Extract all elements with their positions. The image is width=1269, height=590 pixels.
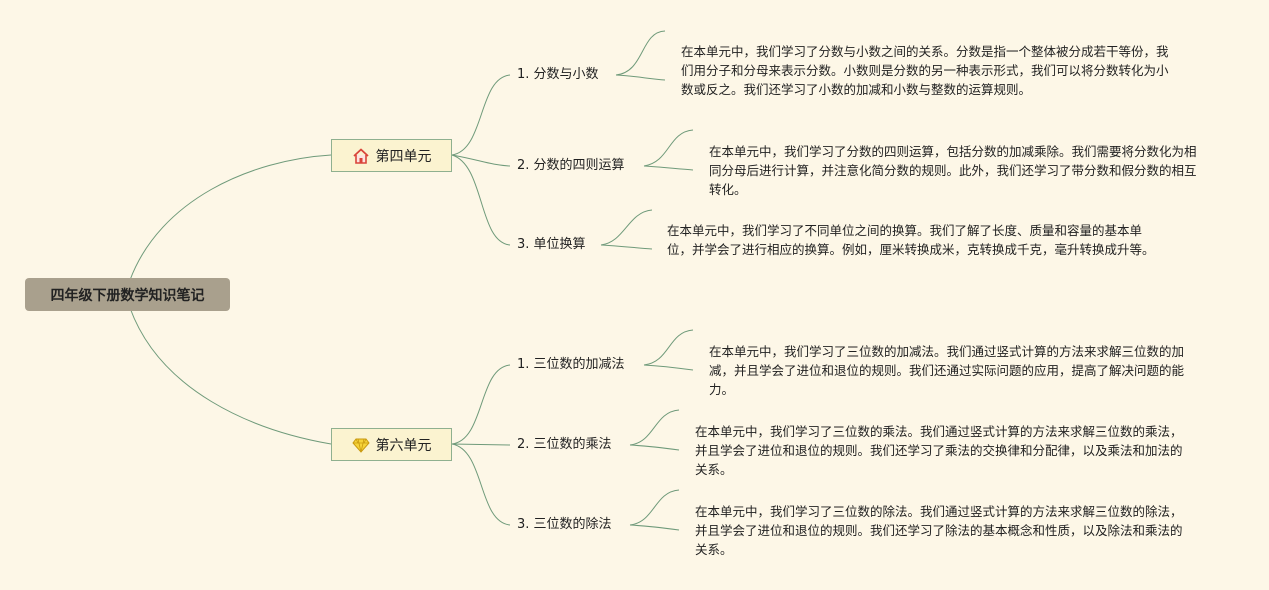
root-node[interactable]: 四年级下册数学知识笔记 — [25, 278, 230, 311]
topic-3digit-add-sub[interactable]: 1. 三位数的加减法 — [517, 357, 625, 372]
topic-fraction-operations[interactable]: 2. 分数的四则运算 — [517, 158, 625, 173]
bracket-u4-t3b — [600, 244, 653, 250]
link-unit6-topic3 — [451, 443, 511, 526]
link-root-unit4 — [129, 154, 332, 281]
link-unit4-topic1 — [451, 74, 511, 156]
topic-fraction-decimal[interactable]: 1. 分数与小数 — [517, 67, 599, 82]
note-fraction-decimal: 在本单元中，我们学习了分数与小数之间的关系。分数是指一个整体被分成若干等份，我们… — [681, 44, 1169, 97]
note-unit-conversion: 在本单元中，我们学习了不同单位之间的换算。我们了解了长度、质量和容量的基本单位，… — [667, 223, 1155, 257]
diamond-icon — [351, 436, 370, 454]
house-icon — [352, 147, 370, 165]
link-unit6-topic1 — [451, 364, 511, 445]
unit-title: 第四单元 — [375, 148, 432, 165]
root-title: 四年级下册数学知识笔记 — [50, 287, 205, 304]
bracket-u4-t1 — [615, 30, 666, 76]
bracket-u6-t1 — [643, 329, 694, 366]
note-fraction-operations: 在本单元中，我们学习了分数的四则运算，包括分数的加减乘除。我们需要将分数化为相同… — [709, 144, 1197, 197]
topic-3digit-divide[interactable]: 3. 三位数的除法 — [517, 517, 612, 532]
bracket-u4-t2 — [643, 129, 694, 167]
bracket-u4-t2b — [643, 165, 694, 171]
link-unit6-topic2 — [451, 443, 511, 446]
topic-unit-conversion[interactable]: 3. 单位换算 — [517, 237, 586, 252]
bracket-u6-t1b — [643, 364, 694, 371]
link-unit4-topic2 — [451, 154, 511, 167]
note-3digit-divide: 在本单元中，我们学习了三位数的除法。我们通过竖式计算的方法来求解三位数的除法，并… — [695, 504, 1183, 557]
link-root-unit6 — [129, 307, 332, 445]
topic-3digit-multiply[interactable]: 2. 三位数的乘法 — [517, 437, 612, 452]
bracket-u6-t2b — [629, 444, 680, 451]
bracket-u4-t3 — [600, 209, 653, 246]
bracket-u6-t3 — [629, 489, 680, 526]
bracket-u6-t2 — [629, 409, 680, 446]
unit-node-6[interactable]: 第六单元 — [331, 428, 452, 461]
bracket-u6-t3b — [629, 524, 680, 531]
unit-title: 第六单元 — [375, 437, 432, 454]
note-3digit-add-sub: 在本单元中，我们学习了三位数的加减法。我们通过竖式计算的方法来求解三位数的加减，… — [709, 344, 1185, 397]
link-unit4-topic3 — [451, 154, 511, 246]
unit-node-4[interactable]: 第四单元 — [331, 139, 452, 172]
note-3digit-multiply: 在本单元中，我们学习了三位数的乘法。我们通过竖式计算的方法来求解三位数的乘法，并… — [695, 424, 1183, 477]
bracket-u4-t1b — [615, 74, 666, 81]
